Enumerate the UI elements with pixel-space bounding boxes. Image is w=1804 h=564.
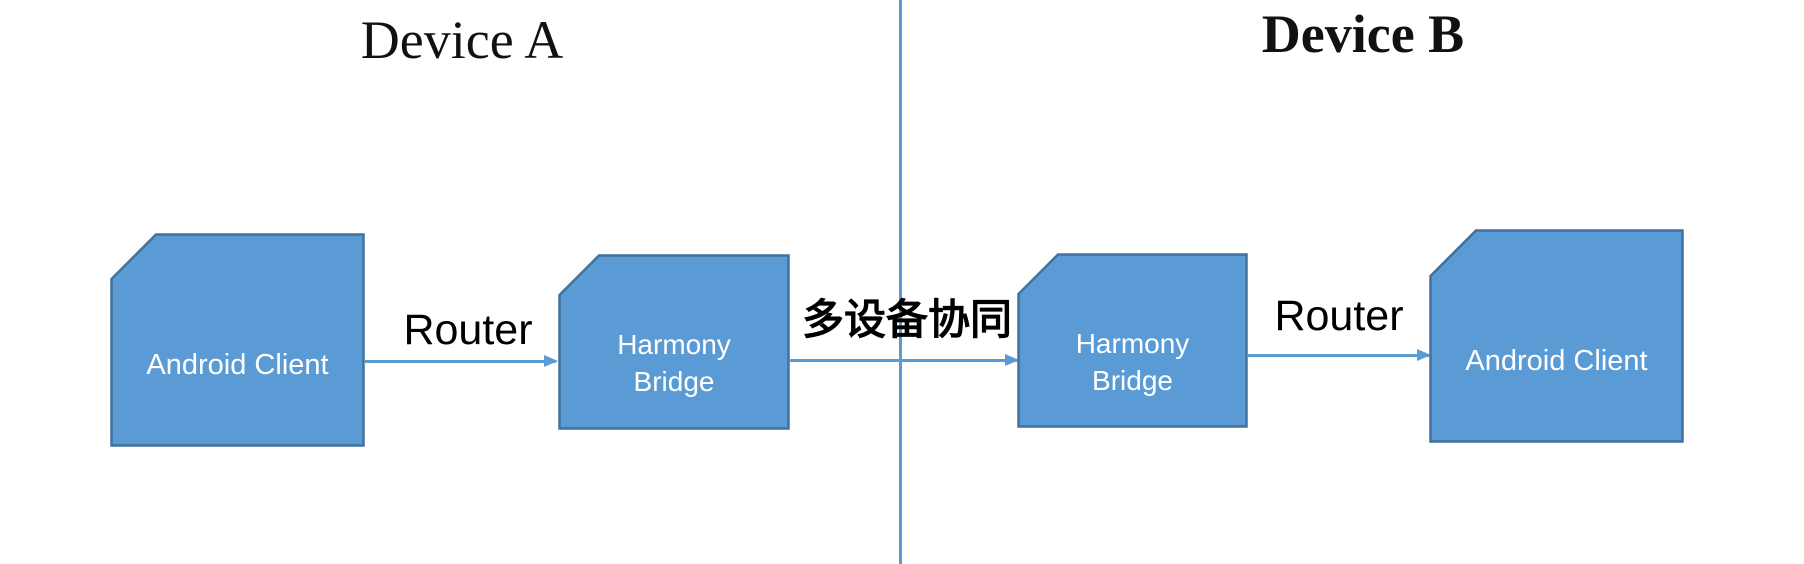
chamfered-box-shape xyxy=(110,233,365,447)
connector-router-a xyxy=(365,355,558,367)
device-a-title: Device A xyxy=(360,10,564,70)
chamfered-box-shape xyxy=(1017,253,1248,428)
device-b-title: Device B xyxy=(1261,4,1465,64)
node-harmony-bridge-a: Harmony Bridge xyxy=(558,254,790,430)
router-label-b: Router xyxy=(1274,292,1404,340)
router-label-a: Router xyxy=(403,306,533,354)
node-harmony-bridge-b: Harmony Bridge xyxy=(1017,253,1248,428)
node-label: Harmony Bridge xyxy=(1075,328,1190,396)
multi-device-collab-label: 多设备协同 xyxy=(801,296,1012,343)
arrow-head-icon xyxy=(544,355,558,367)
node-label: Android Client xyxy=(146,349,329,381)
node-label: Harmony Bridge xyxy=(617,329,731,397)
chamfered-box-shape xyxy=(558,254,790,430)
node-label: Android Client xyxy=(1465,345,1648,377)
arrow-head-icon xyxy=(1417,349,1431,361)
chamfered-box-shape xyxy=(1429,229,1684,443)
connector-router-b xyxy=(1248,349,1431,361)
connector-multi-device xyxy=(790,354,1019,366)
node-android-client-b: Android Client xyxy=(1429,229,1684,443)
node-android-client-a: Android Client xyxy=(110,233,365,447)
arrow-head-icon xyxy=(1005,354,1019,366)
device-divider-line xyxy=(899,0,902,564)
